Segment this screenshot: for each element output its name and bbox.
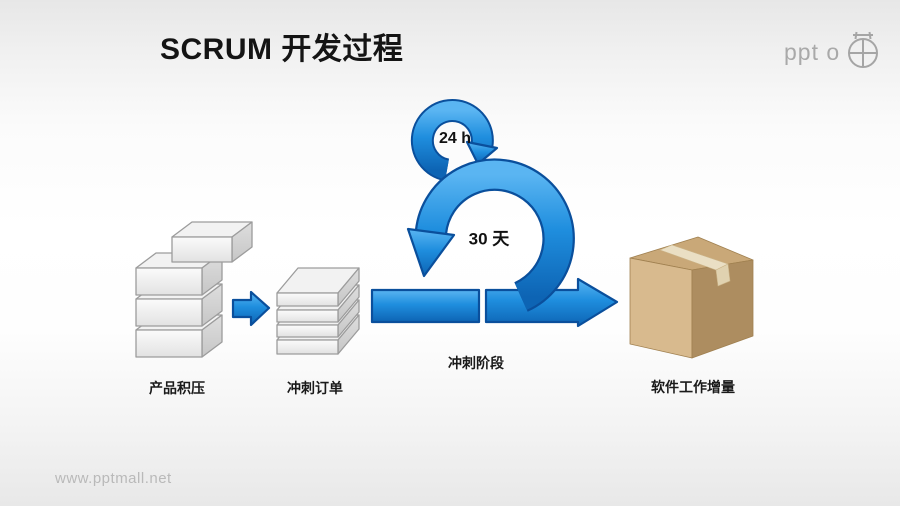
arrow-right-icon: [231, 290, 271, 327]
increment-box: [629, 236, 754, 359]
sprint-loop-arrowhead: [406, 227, 456, 278]
carton-right-face: [691, 259, 754, 359]
carton-left-face: [629, 257, 693, 359]
daily-cycle-label: 24 h: [438, 130, 472, 147]
increment-label: 软件工作增量: [651, 379, 735, 395]
sprint-backlog-label: 冲刺订单: [287, 380, 343, 396]
sprint-backlog-stack: [276, 267, 360, 355]
slide-title: SCRUM 开发过程: [160, 33, 404, 66]
logo-mark-icon: [848, 31, 878, 68]
daily-loop-arrowhead: [465, 140, 499, 166]
backlog-box-top: [171, 221, 253, 263]
sprint-slab-1: [276, 267, 360, 307]
product-backlog-stack: [135, 221, 253, 358]
product-backlog-label: 产品积压: [149, 380, 205, 396]
carton-tape: [659, 244, 731, 287]
daily-loop-arrow: [410, 99, 499, 182]
flow-arrow-left-segment: [370, 288, 481, 324]
watermark: www.pptmall.net: [55, 470, 172, 487]
sprint-loop-arrow: [406, 158, 575, 312]
sprint-flow-arrow: [370, 277, 619, 328]
pptmall-logo: ppt o: [784, 31, 878, 68]
sprint-cycle-label: 30 天: [468, 229, 510, 249]
sprint-phase-label: 冲刺阶段: [448, 355, 504, 371]
logo-text: ppt o: [784, 39, 840, 65]
